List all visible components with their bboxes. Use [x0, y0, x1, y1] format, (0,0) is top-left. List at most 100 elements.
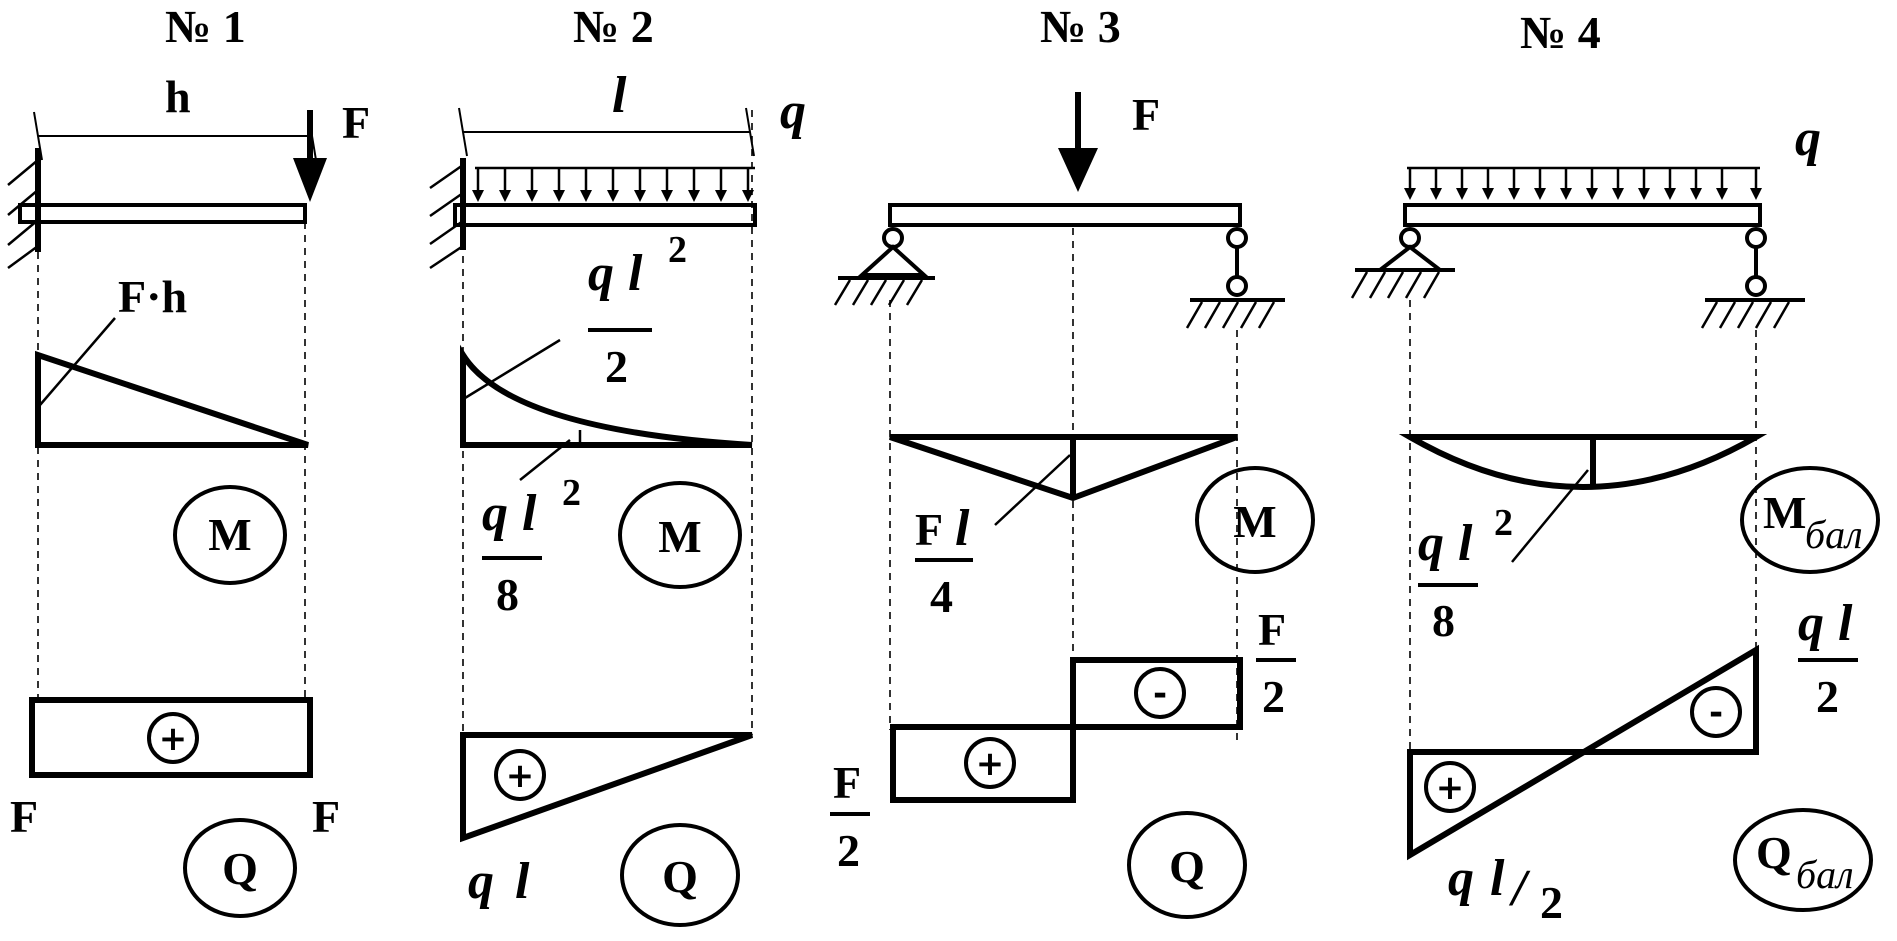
q-symbol: q: [482, 485, 508, 542]
title-4: № 4: [1520, 7, 1601, 58]
shear-badge-label: Q: [222, 843, 258, 894]
q-symbol: q: [1418, 515, 1444, 572]
denominator: 2: [1816, 671, 1839, 722]
denominator: 2: [1262, 671, 1285, 722]
pin-support-left: [1350, 227, 1455, 299]
shear-top-value: F 2: [1256, 604, 1296, 722]
diagram-2: l q: [429, 67, 806, 927]
moment-diagram: [460, 344, 753, 448]
shear-badge-sub: бал: [1796, 852, 1854, 897]
denominator: 4: [930, 571, 953, 622]
moment-value: q l 2 8: [1418, 502, 1513, 646]
distributed-load: [472, 166, 755, 202]
moment-badge-label: M: [658, 511, 701, 562]
moment-diagram: [889, 434, 1239, 502]
moment-diagram: [1398, 434, 1768, 490]
shear-badge: [620, 823, 740, 927]
diagram-3: F: [830, 89, 1315, 919]
l-symbol: l: [1490, 850, 1505, 907]
shear-badge: [183, 818, 297, 918]
q-symbol: q: [588, 245, 614, 302]
roller-support-right: [1185, 227, 1285, 329]
title-3: № 3: [1040, 1, 1121, 52]
shear-badge: [1127, 811, 1247, 919]
moment-badge: [1740, 466, 1880, 574]
shear-badge-label: Q: [662, 851, 698, 902]
moment-badge: [618, 481, 742, 589]
moment-value-label: F·h: [118, 271, 187, 322]
positive-sign: +: [506, 756, 535, 796]
moment-badge: [1195, 466, 1315, 574]
positive-sign-circle: [494, 749, 546, 801]
leader-line: [1511, 469, 1589, 563]
leader-line: [994, 454, 1071, 526]
span-label: h: [165, 71, 191, 122]
moment-badge-label: M: [1233, 496, 1276, 547]
moment-badge-main: M: [1763, 487, 1806, 538]
q-symbol: q: [1448, 850, 1474, 907]
numerator: F: [833, 757, 861, 808]
moment-badge-sub: бал: [1805, 512, 1863, 557]
force-label: F: [1132, 89, 1160, 140]
beam: [18, 203, 307, 224]
shear-diagram: [29, 697, 313, 778]
moment-mid-value: q l 2 8: [482, 472, 581, 620]
fixed-support: [7, 148, 41, 270]
pin-support-left: [833, 227, 935, 306]
load-label: q: [1795, 110, 1821, 167]
moment-diagram: [35, 350, 309, 448]
beam: [1403, 203, 1762, 227]
shear-l-symbol: l: [515, 853, 530, 910]
leader-line: [519, 439, 571, 481]
positive-sign: +: [1436, 768, 1465, 808]
negative-sign-circle: [1134, 667, 1186, 719]
shear-bottom-value: q l / 2: [1448, 850, 1563, 928]
force-arrow: [1058, 92, 1098, 192]
shear-bottom-value: F 2: [830, 757, 870, 876]
negative-sign: -: [1709, 693, 1723, 733]
diagram-1: h F F·h M + F F Q: [7, 71, 370, 918]
denominator: 8: [1432, 595, 1455, 646]
positive-sign: +: [159, 719, 188, 759]
positive-sign-circle: [147, 712, 199, 764]
f-symbol: F: [915, 504, 943, 555]
positive-sign-circle: [964, 737, 1016, 789]
l-symbol: l: [522, 485, 537, 542]
moment-badge-label: M: [208, 509, 251, 560]
moment-top-value: q l 2 2: [588, 229, 687, 392]
fixed-support: [429, 158, 466, 270]
beam: [888, 203, 1242, 227]
shear-positive-region: [890, 724, 1076, 803]
exponent: 2: [562, 472, 581, 514]
denominator: 2: [605, 341, 628, 392]
beam: [453, 203, 757, 227]
dimension-tick: [745, 107, 755, 157]
shear-diagram: [460, 732, 754, 843]
denominator: 2: [837, 825, 860, 876]
l-symbol: l: [628, 245, 643, 302]
moment-badge: [173, 485, 287, 585]
l-symbol: l: [955, 500, 970, 557]
negative-sign-circle: [1690, 686, 1742, 738]
shear-badge-main: Q: [1756, 827, 1792, 878]
positive-sign-circle: [1424, 761, 1476, 813]
force-arrow: [293, 110, 327, 202]
distributed-load: [1404, 166, 1762, 200]
shear-top-value: q l 2: [1798, 595, 1858, 722]
title-2: № 2: [573, 1, 654, 52]
moment-value: F l 4: [915, 500, 973, 622]
positive-sign: +: [976, 744, 1005, 784]
shear-negative-region: [1070, 657, 1243, 730]
roller-support-right: [1700, 227, 1805, 329]
slash: /: [1508, 860, 1531, 917]
span-label: l: [612, 67, 627, 124]
exponent: 2: [1494, 502, 1513, 544]
q-symbol: q: [1798, 595, 1824, 652]
force-label: F: [342, 97, 370, 148]
l-symbol: l: [1838, 595, 1853, 652]
shear-left-label: F: [10, 791, 38, 842]
shear-badge: [1733, 808, 1873, 912]
title-1: № 1: [165, 1, 246, 52]
dimension-tick: [458, 107, 468, 157]
